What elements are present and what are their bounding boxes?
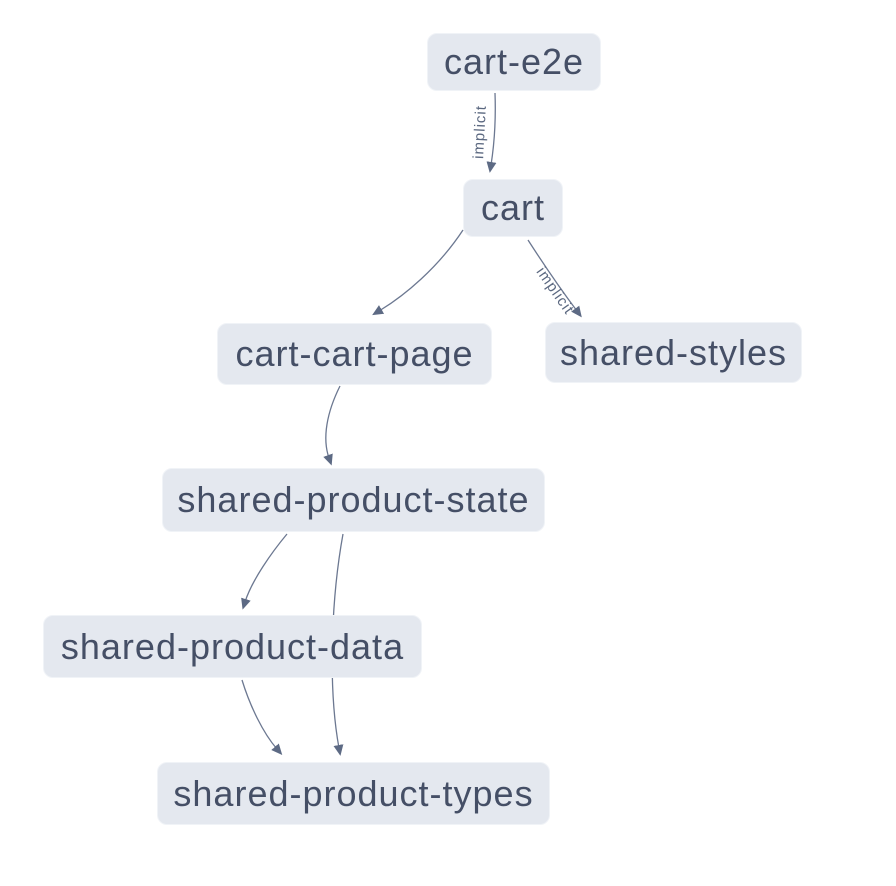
node-cart-e2e-label: cart-e2e xyxy=(443,41,585,82)
node-shared-product-state-label: shared-product-state xyxy=(177,479,530,520)
edge-cart-to-cart-cart-page xyxy=(372,229,464,316)
edge-label-implicit-cart-e2e: implicit xyxy=(470,104,490,160)
edge-shared-product-state-to-shared-product-data xyxy=(241,533,288,610)
node-cart[interactable]: cart xyxy=(463,179,563,237)
node-cart-e2e[interactable]: cart-e2e xyxy=(427,33,601,91)
edge-cart-cart-page-to-shared-product-state xyxy=(323,385,341,466)
node-shared-product-types-label: shared-product-types xyxy=(173,772,534,814)
edge-cart-to-shared-styles xyxy=(527,239,582,318)
node-cart-cart-page[interactable]: cart-cart-page xyxy=(217,323,492,385)
node-shared-product-state[interactable]: shared-product-state xyxy=(162,468,545,532)
edge-shared-product-data-to-shared-product-types xyxy=(241,679,283,756)
node-shared-product-types[interactable]: shared-product-types xyxy=(157,762,550,825)
node-shared-styles-label: shared-styles xyxy=(559,331,788,373)
node-shared-product-data-label: shared-product-data xyxy=(60,625,405,667)
edge-cart-e2e-to-cart xyxy=(486,92,497,173)
node-cart-cart-page-label: cart-cart-page xyxy=(235,333,474,374)
node-shared-styles[interactable]: shared-styles xyxy=(545,322,802,383)
node-cart-label: cart xyxy=(480,187,545,228)
node-shared-product-data[interactable]: shared-product-data xyxy=(43,615,422,678)
